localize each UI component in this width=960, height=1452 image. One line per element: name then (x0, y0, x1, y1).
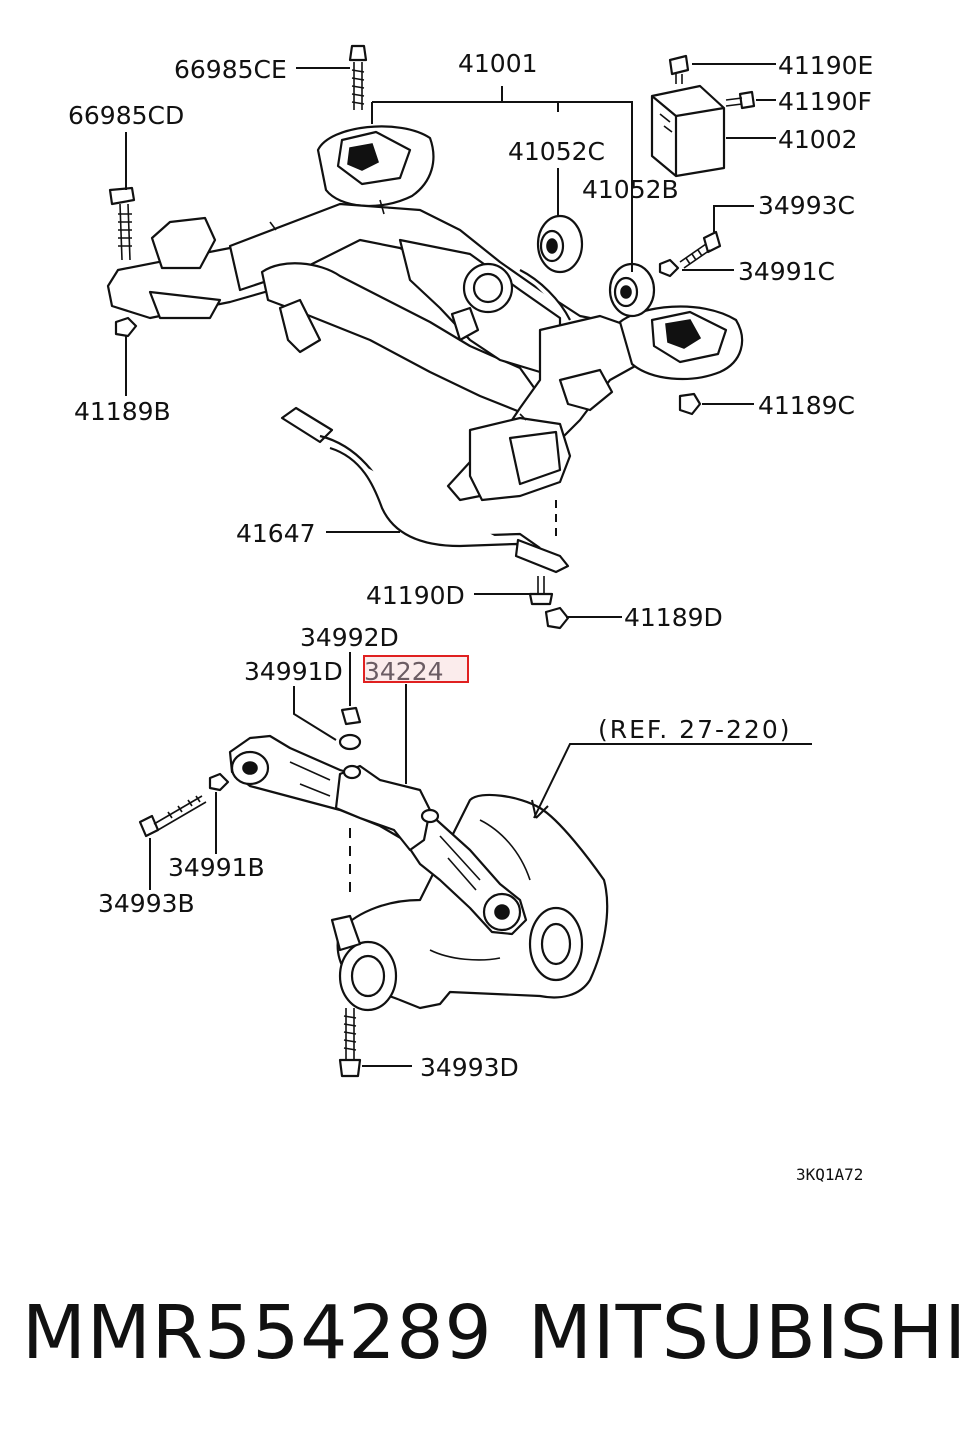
leader-lines (125, 63, 812, 1067)
rear-diff-mount-bracket-34224-drawing (228, 734, 528, 936)
callout-41052b[interactable]: 41052B (582, 175, 679, 204)
callout-41190f[interactable]: 41190F (778, 87, 872, 116)
bolt-41190d-drawing (528, 576, 554, 606)
nut-41189c-drawing (678, 392, 702, 416)
nut-41189b-drawing (114, 316, 138, 338)
callout-41190d[interactable]: 41190D (366, 581, 465, 610)
crossmember-drawing (106, 125, 744, 502)
callout-41189d[interactable]: 41189D (624, 603, 723, 632)
callout-41001[interactable]: 41001 (458, 49, 538, 78)
washer-34991d-drawing (338, 733, 362, 751)
callout-34993b[interactable]: 34993B (98, 889, 195, 918)
bushing-41052c-drawing (536, 214, 584, 274)
bushing-41052b-drawing (608, 262, 656, 318)
nut-41189d-drawing (544, 606, 570, 630)
callout-41189c[interactable]: 41189C (758, 391, 855, 420)
bolt-66985ce-drawing (348, 44, 368, 110)
module-41002-drawing (650, 84, 726, 178)
callout-34991c[interactable]: 34991C (738, 257, 835, 286)
bolt-66985cd-drawing (108, 186, 136, 261)
callout-labels: 66985CE 41001 41190E 41190F 66985CD 4100… (68, 49, 873, 1184)
callout-ref-27-220[interactable]: (REF. 27-220) (598, 715, 791, 744)
callout-41002[interactable]: 41002 (778, 125, 858, 154)
brand-name: MITSUBISHI (528, 1290, 960, 1376)
callout-66985cd[interactable]: 66985CD (68, 101, 184, 130)
bolt-41190f-drawing (725, 90, 756, 110)
bolt-34993d-drawing (338, 1008, 362, 1078)
part-number: MMR554289 (22, 1290, 493, 1376)
nut-34991c-drawing (658, 258, 680, 278)
callout-34991d[interactable]: 34991D (244, 657, 343, 686)
callout-41190e[interactable]: 41190E (778, 51, 873, 80)
bolt-41190e-drawing (668, 54, 690, 84)
callout-41189b[interactable]: 41189B (74, 397, 171, 426)
callout-34992d[interactable]: 34992D (300, 623, 399, 652)
drawing-code: 3KQ1A72 (796, 1165, 863, 1184)
callout-41052c[interactable]: 41052C (508, 137, 605, 166)
callout-34224[interactable]: 34224 (364, 657, 444, 686)
bolt-34993c-drawing (679, 230, 722, 269)
highlight-box-34224 (363, 655, 469, 683)
footer: MMR554289 MITSUBISHI (0, 1290, 960, 1410)
callout-41647[interactable]: 41647 (236, 519, 316, 548)
callout-66985ce[interactable]: 66985CE (174, 55, 287, 84)
callout-34993d[interactable]: 34993D (420, 1053, 519, 1082)
nut-34991b-drawing (208, 772, 230, 792)
nut-34992d-drawing (340, 706, 362, 726)
callout-34993c[interactable]: 34993C (758, 191, 855, 220)
bolt-34993b-drawing (138, 795, 207, 838)
callout-34991b[interactable]: 34991B (168, 853, 265, 882)
stabilizer-bar-41647-drawing (280, 406, 570, 574)
